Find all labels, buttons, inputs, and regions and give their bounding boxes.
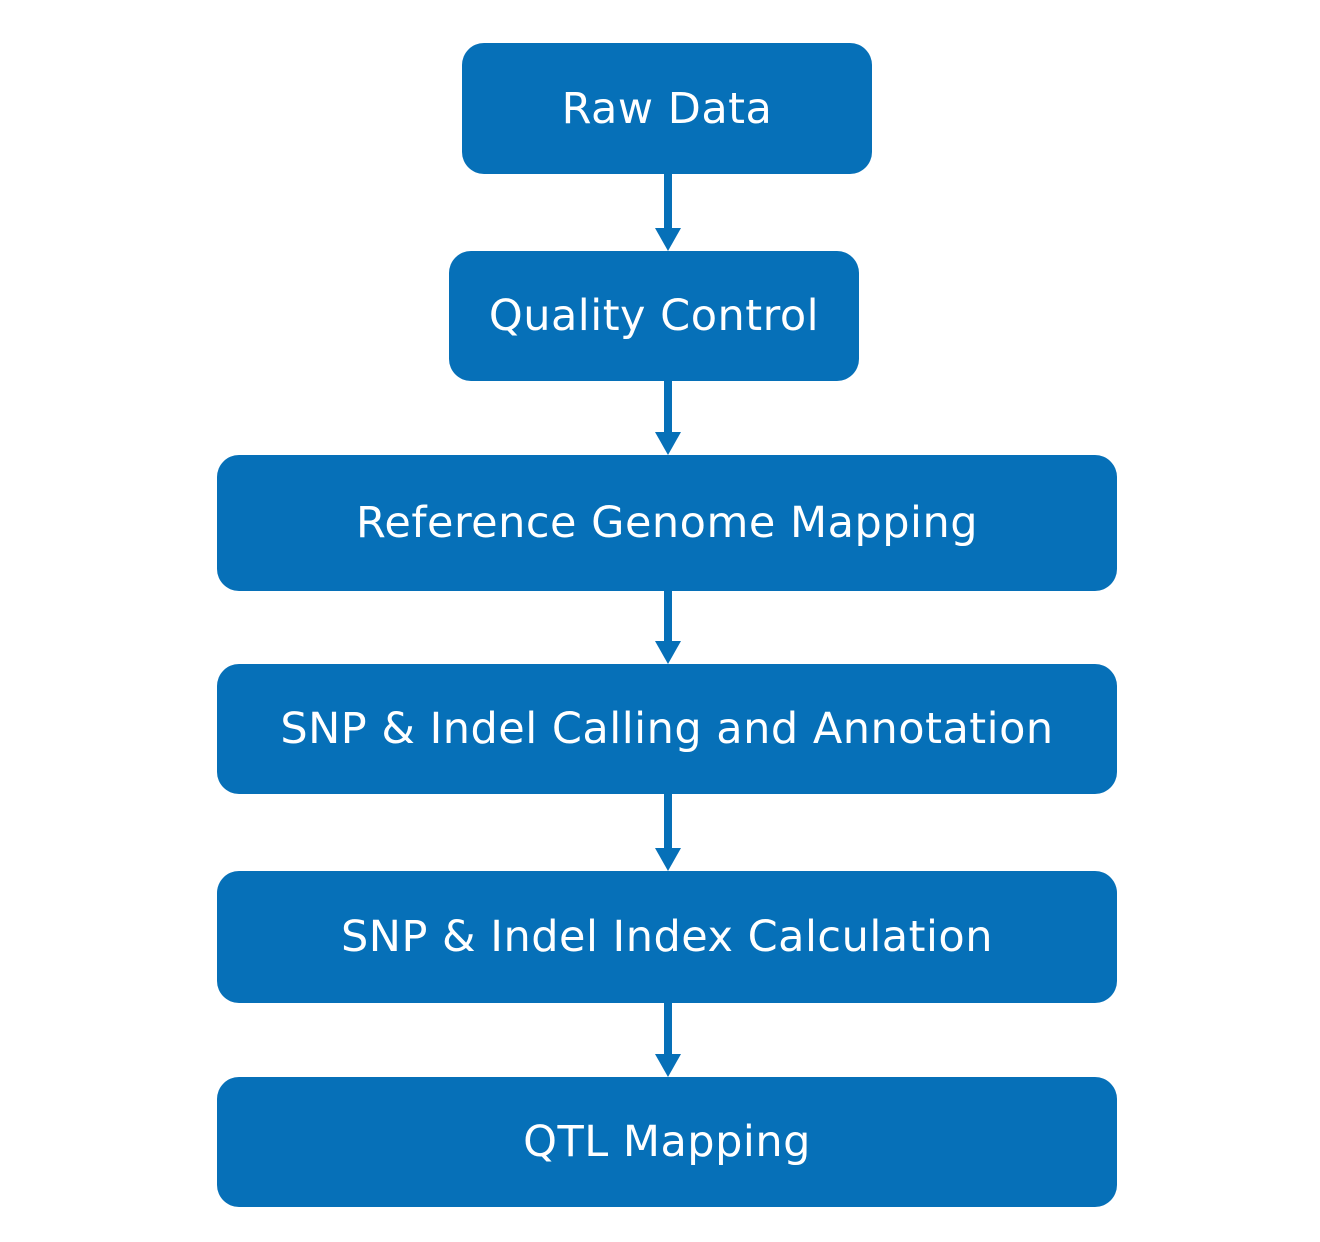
arrow-down-icon xyxy=(653,174,683,251)
arrow-down-icon xyxy=(653,591,683,664)
step-label: Raw Data xyxy=(561,83,773,134)
step-quality-control: Quality Control xyxy=(449,251,859,381)
arrow-down-icon xyxy=(653,381,683,455)
step-snp-indel-calling: SNP & Indel Calling and Annotation xyxy=(217,664,1117,794)
step-label: Reference Genome Mapping xyxy=(355,498,979,548)
step-qtl-mapping: QTL Mapping xyxy=(217,1077,1117,1207)
step-snp-indel-index-calculation: SNP & Indel Index Calculation xyxy=(217,871,1117,1003)
step-label: SNP & Indel Calling and Annotation xyxy=(280,704,1054,754)
step-reference-genome-mapping: Reference Genome Mapping xyxy=(217,455,1117,591)
arrow-down-icon xyxy=(653,1003,683,1077)
step-label: QTL Mapping xyxy=(523,1117,811,1167)
arrow-down-icon xyxy=(653,794,683,871)
step-raw-data: Raw Data xyxy=(462,43,872,174)
step-label: Quality Control xyxy=(488,291,820,341)
step-label: SNP & Indel Index Calculation xyxy=(341,912,993,962)
